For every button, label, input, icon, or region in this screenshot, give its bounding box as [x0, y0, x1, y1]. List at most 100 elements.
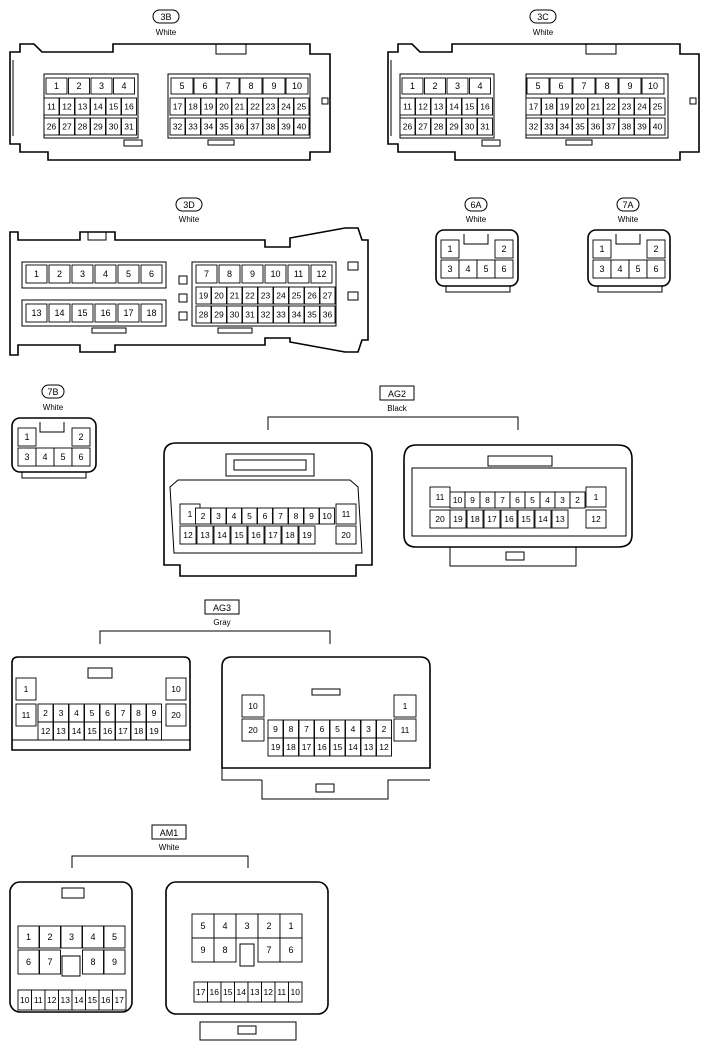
- pin-cell: [556, 97, 573, 116]
- pin-cell: [211, 286, 227, 305]
- pin-cell: [288, 981, 303, 1003]
- connector-3c-tag-frame: [529, 9, 557, 24]
- pin-cell: [551, 509, 569, 529]
- pin-number: 7: [225, 81, 230, 91]
- pin-cell: [541, 117, 557, 136]
- pin-cell: [117, 303, 140, 323]
- pin-number: 9: [627, 81, 632, 91]
- pin-cell: [94, 303, 117, 323]
- pin-number: 6: [202, 81, 207, 91]
- pin-number: 19: [149, 726, 159, 736]
- pin-number: 9: [200, 945, 205, 955]
- pin-number: 5: [200, 921, 205, 931]
- pin-number: 5: [335, 724, 340, 734]
- pin-cell: [241, 694, 265, 718]
- pin-number: 38: [622, 122, 632, 132]
- connector-ag2-tag: AG2: [388, 389, 406, 399]
- pin-number: 2: [382, 724, 387, 734]
- pin-number: 17: [487, 514, 497, 524]
- pin-cell: [45, 77, 68, 95]
- pin-cell: [517, 509, 535, 529]
- pin-number: 1: [24, 684, 29, 694]
- connector-3b-color: White: [156, 28, 177, 37]
- pin-cell: [115, 721, 131, 741]
- pin-cell: [103, 949, 126, 975]
- pin-cell: [241, 507, 258, 525]
- pin-number: 2: [57, 269, 62, 279]
- pin-cell: [193, 77, 217, 95]
- pin-cell: [634, 97, 650, 116]
- connector-am1-left-latch: [61, 887, 85, 899]
- pin-number: 12: [264, 987, 274, 997]
- pin-cell: [534, 509, 552, 529]
- pin-cell: [618, 77, 642, 95]
- pin-cell: [226, 507, 242, 525]
- pin-number: 11: [47, 102, 56, 112]
- pin-cell: [319, 507, 335, 525]
- pin-number: 13: [61, 995, 71, 1005]
- pin-cell: [278, 117, 294, 136]
- pin-number: 34: [204, 122, 214, 132]
- connector-6a-tag: 6A: [470, 200, 481, 210]
- pin-cell: [281, 525, 299, 545]
- pin-number: 6: [288, 945, 293, 955]
- pin-number: 2: [266, 921, 271, 931]
- pin-number: 4: [222, 921, 227, 931]
- pin-cell: [90, 97, 106, 116]
- pin-cell: [319, 286, 336, 305]
- pin-number: 36: [591, 122, 601, 132]
- pin-number: 5: [179, 81, 184, 91]
- pin-number: 8: [248, 81, 253, 91]
- pin-number: 12: [183, 530, 193, 540]
- pin-number: 18: [286, 742, 296, 752]
- connector-ag3-tag-frame: [204, 599, 240, 615]
- pin-number: 17: [123, 308, 133, 318]
- pin-cell: [273, 305, 289, 324]
- connector-ag2-left-cavity: [169, 479, 363, 554]
- pin-number: 7: [278, 511, 283, 521]
- connector-3b-tag-frame: [152, 9, 180, 24]
- pin-number: 37: [250, 122, 260, 132]
- pin-number: 5: [90, 708, 95, 718]
- pin-cell: [288, 286, 305, 305]
- pin-cell: [39, 949, 61, 975]
- pin-cell: [257, 286, 274, 305]
- pin-number: 2: [432, 81, 437, 91]
- pin-number: 4: [121, 81, 126, 91]
- pin-cell: [169, 117, 186, 136]
- pin-number: 27: [62, 122, 72, 132]
- pin-number: 14: [217, 530, 227, 540]
- connector-3c-key-a: [481, 139, 501, 147]
- pin-number: 30: [109, 122, 119, 132]
- connector-6a-base: [445, 285, 511, 293]
- pin-cell: [165, 677, 187, 701]
- pin-cell: [218, 264, 241, 284]
- pin-cell: [74, 97, 91, 116]
- connector-ag3-tag: AG3: [213, 603, 231, 613]
- pin-number: 26: [47, 122, 57, 132]
- pin-number: 14: [449, 102, 459, 112]
- pin-number: 36: [323, 310, 333, 320]
- pin-number: 13: [200, 530, 210, 540]
- connector-ag2-right-lock: [505, 551, 525, 561]
- pin-cell: [71, 427, 91, 447]
- pin-cell: [230, 525, 248, 545]
- connector-am1-right-housing: [165, 881, 329, 1015]
- connector-ag3-color: Gray: [213, 618, 230, 627]
- connector-6a-tag-frame: [464, 197, 488, 212]
- pin-number: 3: [69, 932, 74, 942]
- pin-number: 29: [214, 310, 224, 320]
- pin-number: 4: [42, 452, 47, 462]
- pin-number: 8: [604, 81, 609, 91]
- pin-number: 16: [210, 987, 220, 997]
- connector-3d-housing: [9, 227, 369, 356]
- pin-cell: [415, 117, 431, 136]
- pin-cell: [649, 97, 666, 116]
